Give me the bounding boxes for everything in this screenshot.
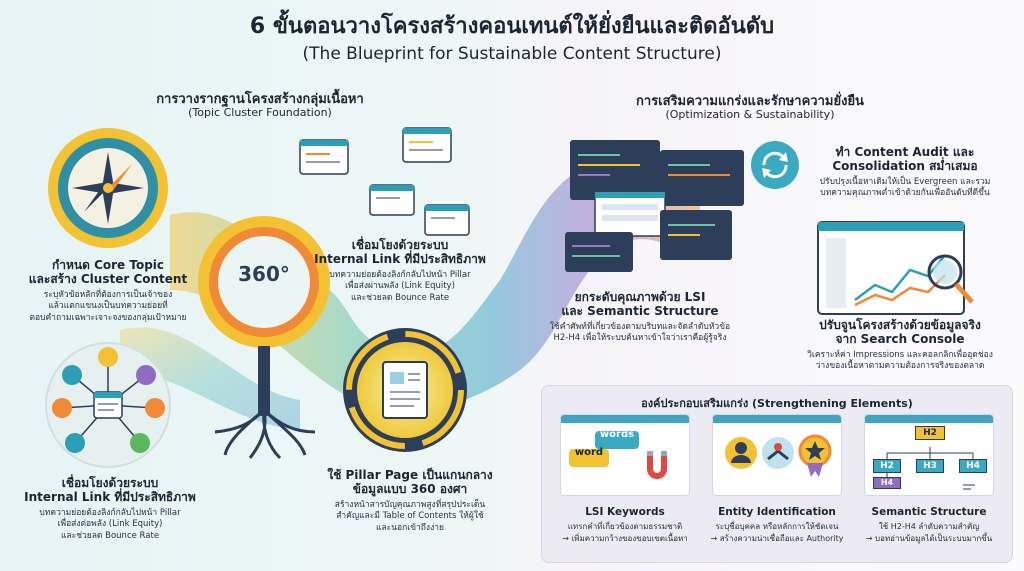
step-lsi-title: ยกระดับคุณภาพด้วย LSI [574,290,706,304]
flow-ribbon [170,151,700,413]
card-lsi-keywords-desc1: แทรกคำที่เกี่ยวข้องตามธรรมชาติ [567,522,683,531]
center-360-badge: 360° [238,262,290,286]
card-lsi-keywords-bar [561,415,689,423]
step-core-topic: กำหนด Core Topic และสร้าง Cluster Conten… [8,258,208,324]
cluster-diagram-icon [45,342,171,468]
step-internal-link-top-desc1: บทความย่อยต้องลิงก์กลับไปหน้า Pillar [329,269,471,280]
step-internal-link-top-title2: Internal Link ที่มีประสิทธิภาพ [314,252,486,267]
step-content-audit-desc1: ปรับปรุงเนื้อหาเดิมให้เป็น Evergreen และ… [819,176,991,187]
step-pillar-page-desc2: สำคัญและมี Table of Contents ให้ผู้ใช้ [336,511,484,522]
speech-bubbles-icon [569,431,667,479]
step-core-topic-desc2: แล้วแตกแขนงเป็นบทความย่อยที่ [48,301,168,312]
step-lsi-desc1: ใช้คำศัพท์ที่เกี่ยวข้องตามบริบทและจัดลำด… [549,321,731,332]
step-core-topic-title2: และสร้าง Cluster Content [28,272,188,287]
step-search-console-title2: จาก Search Console [835,332,965,347]
step-lsi-desc2: H2-H4 เพื่อให้ระบบค้นหาเข้าใจว่าเราคือผู… [553,333,727,344]
step-pillar-page-desc3: และนอกเข้าถึงง่าย [375,522,444,533]
step-internal-link-bottom-desc3: และช่วยลด Bounce Rate [60,530,160,541]
step-pillar-page-title: ใช้ Pillar Page เป็นแกนกลาง [327,468,493,482]
step-search-console: ปรับจูนโครงสร้างด้วยข้อมูลจริง จาก Searc… [780,318,1020,373]
left-section-title: การวางรากฐานโครงสร้างกลุ่มเนื้อหา [156,92,364,107]
compass-icon [48,128,168,248]
step-lsi: ยกระดับคุณภาพด้วย LSI และ Semantic Struc… [525,290,755,345]
step-internal-link-bottom-title2: Internal Link ที่มีประสิทธิภาพ [24,490,196,505]
tag-h2: H2 [873,459,901,473]
step-pillar-page-title2: ข้อมูลแบบ 360 องศา [352,482,468,497]
step-internal-link-top-desc2: เพื่อส่งผ่านพลัง (Link Equity) [345,281,455,292]
step-content-audit-desc2: บทความคุณภาพต่ำเข้าด้วยกันเพื่ออันดับที่… [820,188,990,199]
step-internal-link-top: เชื่อมโยงด้วยระบบ Internal Link ที่มีประ… [300,238,500,304]
card-entity-bar [713,415,841,423]
step-search-console-desc1: วิเคราะห์ค่า Impressions และคอลกลิกเพื่อ… [807,349,993,360]
step-lsi-title2: และ Semantic Structure [561,304,719,319]
step-core-topic-title: กำหนด Core Topic [51,258,165,272]
card-lsi-keywords-title: LSI Keywords [585,506,665,518]
pillar-page-icon [343,328,467,452]
card-semantic-desc1: ใช้ H2-H4 ลำดับความสำคัญ [878,522,980,531]
tag-h3: H3 [916,459,944,473]
analytics-chart-icon [817,221,974,315]
tag-h4-lower: H4 [873,477,901,489]
tag-h4: H4 [959,459,987,473]
card-entity [712,414,842,496]
card-entity-title: Entity Identification [718,506,836,518]
step-search-console-desc2: ว่างของเนื้อหาตามความต้องการจริงของตลาด [815,361,985,372]
page-subtitle: (The Blueprint for Sustainable Content S… [302,44,722,64]
step-pillar-page-desc1: สร้างหน้าสารบัญคุณภาพสูงที่สรุปประเด็น [334,499,486,510]
tree-roots-icon [198,216,330,460]
step-content-audit-title2: Consolidation สม่ำเสมอ [832,159,978,174]
step-internal-link-bottom-desc2: เพื่อส่งต่อพลัง (Link Equity) [57,519,163,530]
card-semantic-desc2: → บอทอ่านข้อมูลได้เป็นระบบมากขึ้น [865,534,993,543]
step-internal-link-bottom-desc1: บทความย่อยต้องลิงก์กลับไปหน้า Pillar [39,507,181,518]
flow-ribbon-lower [120,327,300,430]
card-lsi-keywords: words word [560,414,690,496]
card-semantic-title: Semantic Structure [871,506,987,518]
card-semantic-bar [865,415,993,423]
card-entity-desc1: ระบุชื่อบุคคล หรือหลักการให้ชัดเจน [715,522,839,531]
step-internal-link-top-desc3: และช่วยลด Bounce Rate [350,292,450,303]
card-lsi-keywords-desc2: → เพิ่มความกว้างของขอบเขตเนื้อหา [562,534,688,543]
card-entity-desc2: → สร้างความน่าเชื่อถือและ Authority [710,534,844,543]
card-semantic: H2 H2 H3 H4 H4 [864,414,994,496]
tag-word: word [574,447,604,458]
step-content-audit: ทำ Content Audit และ Consolidation สม่ำเ… [790,145,1020,200]
step-pillar-page: ใช้ Pillar Page เป็นแกนกลาง ข้อมูลแบบ 36… [295,468,525,534]
right-section-subtitle: (Optimization & Sustainability) [665,108,835,121]
page-title: 6 ขั้นตอนวางโครงสร้างคอนเทนต์ให้ยั่งยืนแ… [249,14,775,39]
tag-words: words [599,429,635,440]
step-core-topic-desc3: ตอบคำถามเฉพาะเจาะจงของกลุ่มเป้าหมาย [29,312,187,323]
step-search-console-title: ปรับจูนโครงสร้างด้วยข้อมูลจริง [819,318,981,332]
entity-icons [725,434,832,477]
strengthening-title: องค์ประกอบเสริมแกร่ง (Strengthening Elem… [641,397,913,410]
strengthening-panel: องค์ประกอบเสริมแกร่ง (Strengthening Elem… [541,385,1013,563]
step-internal-link-top-title: เชื่อมโยงด้วยระบบ [351,238,449,252]
code-windows-icon [565,140,744,272]
step-core-topic-desc1: ระบุหัวข้อหลักที่ต้องการเป็นเจ้าของ [43,289,173,300]
step-internal-link-bottom-title: เชื่อมโยงด้วยระบบ [61,476,159,490]
tag-h2-top: H2 [915,426,945,440]
step-internal-link-bottom: เชื่อมโยงด้วยระบบ Internal Link ที่มีประ… [10,476,210,542]
refresh-icon [751,141,799,189]
left-section-subtitle: (Topic Cluster Foundation) [188,106,332,119]
browser-windows-icon [299,127,470,236]
right-section-title: การเสริมความแกร่งและรักษาความยั่งยืน [636,94,864,109]
step-content-audit-title: ทำ Content Audit และ [835,145,975,159]
